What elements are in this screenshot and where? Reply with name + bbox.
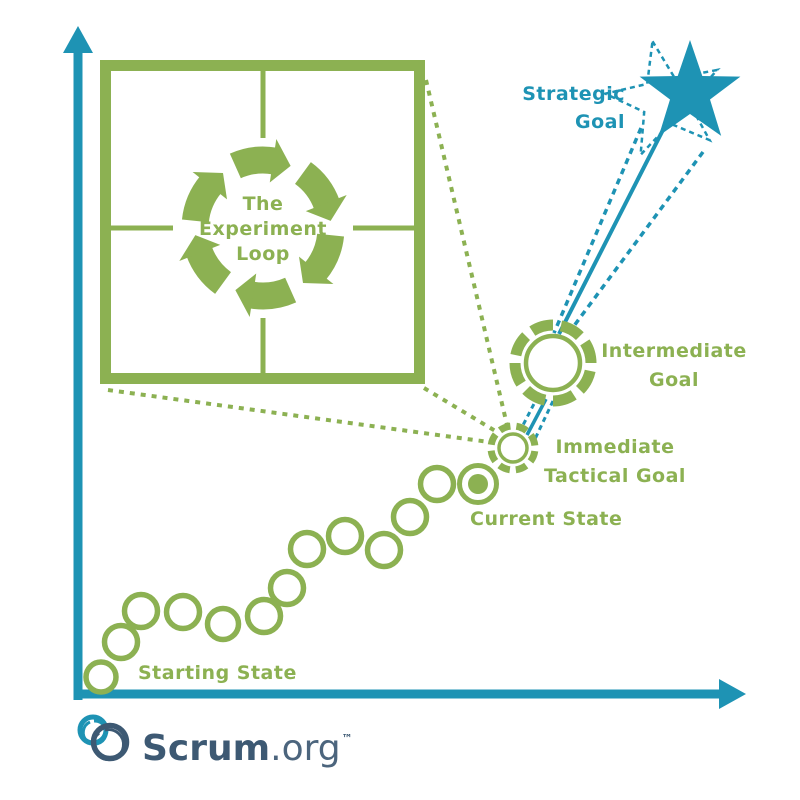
logo-suffix: .org xyxy=(270,728,341,769)
scrumorg-logo-text: Scrum.org™ xyxy=(142,717,353,771)
experiment-loop-label: The Experiment Loop xyxy=(199,193,327,265)
y-axis-arrow-icon xyxy=(63,26,93,53)
progress-chain xyxy=(83,464,457,695)
intermediate-goal-icon xyxy=(509,319,597,407)
strategic-goal-star-icon xyxy=(601,37,741,159)
star-solid xyxy=(639,40,741,136)
scrumorg-logo: Scrum.org™ xyxy=(66,706,353,786)
experiment-loop-box xyxy=(100,60,425,384)
immediate-tactical-goal-label: Immediate Tactical Goal xyxy=(544,436,686,487)
starting-state-label: Starting State xyxy=(138,662,297,684)
y-axis xyxy=(63,26,93,700)
intermediate-goal-label: Intermediate Goal xyxy=(601,340,747,391)
logo-trademark: ™ xyxy=(341,732,353,745)
current-state-label: Current State xyxy=(470,508,623,530)
x-axis xyxy=(74,679,746,709)
current-state-icon xyxy=(457,463,499,505)
scrumorg-logo-mark-icon xyxy=(77,714,130,762)
logo-brand: Scrum xyxy=(142,728,271,769)
strategic-trajectory-lines xyxy=(552,121,705,340)
immediate-tactical-goal-icon xyxy=(487,422,539,474)
zoom-callout-lines xyxy=(107,79,509,444)
x-axis-arrow-icon xyxy=(719,679,746,709)
strategic-goal-label: Strategic Goal xyxy=(522,83,625,133)
